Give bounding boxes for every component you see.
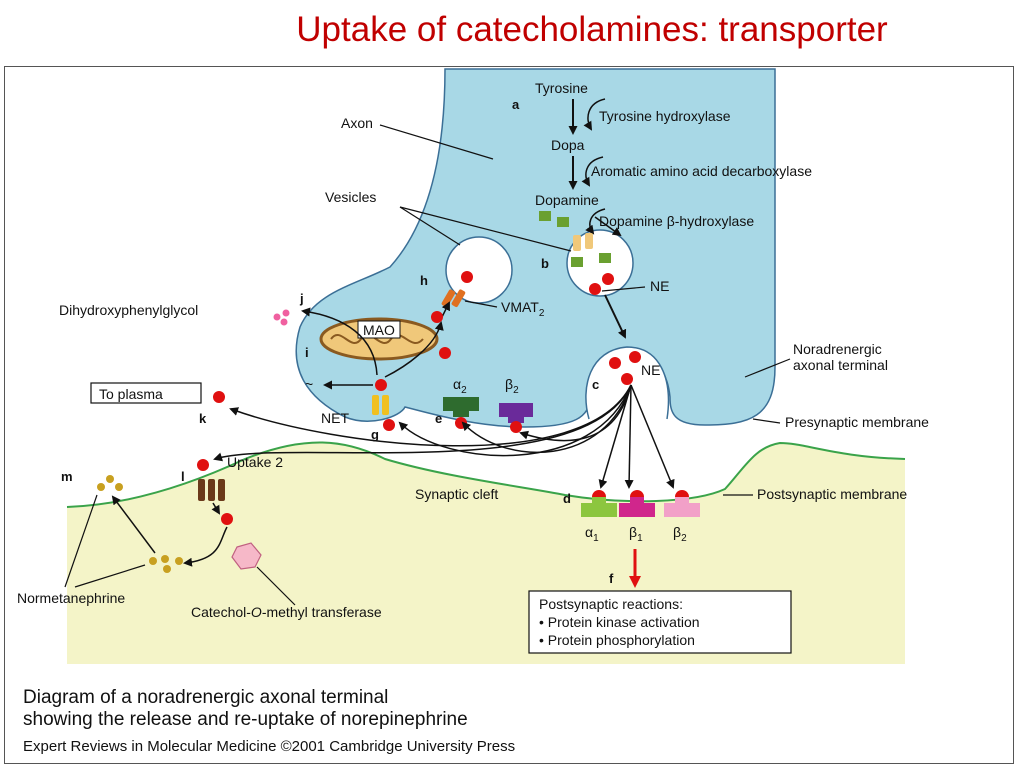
ne-dot — [383, 419, 395, 431]
aadc-label: Aromatic amino acid decarboxylase — [591, 163, 812, 179]
net-transporter — [382, 395, 389, 415]
beta1-receptor — [619, 503, 655, 517]
alpha2-receptor — [443, 397, 479, 411]
letter-h: h — [420, 273, 428, 288]
dopamine-label: Dopamine — [535, 192, 599, 208]
ne-dot — [602, 273, 614, 285]
normetanephrine-molecule — [97, 483, 105, 491]
ne-dot — [375, 379, 387, 391]
letter-k: k — [199, 411, 207, 426]
to-plasma-label: To plasma — [99, 386, 163, 402]
dhpg-label: Dihydroxyphenylglycol — [59, 302, 198, 318]
normetanephrine-molecule — [161, 555, 169, 563]
ne-dot — [461, 271, 473, 283]
uptake2-label: Uptake 2 — [227, 454, 283, 470]
dopa-label: Dopa — [551, 137, 585, 153]
caption-line2: showing the release and re-uptake of nor… — [23, 709, 468, 730]
normetanephrine-molecule — [163, 565, 171, 573]
beta1-label: β1 — [629, 524, 643, 544]
ne-dot — [629, 351, 641, 363]
beta2-pre-receptor — [499, 403, 533, 417]
alpha1-receptor — [581, 503, 617, 517]
diagram-canvas: Tyrosine a Tyrosine hydroxylase Dopa Aro… — [17, 68, 929, 755]
net-transporter — [372, 395, 379, 415]
ne-dot — [213, 391, 225, 403]
normetanephrine-molecule — [175, 557, 183, 565]
postsyn-item2: • Protein phosphorylation — [539, 632, 695, 648]
vmat-label: VMAT2 — [501, 299, 545, 319]
presynaptic-membrane-label: Presynaptic membrane — [785, 414, 929, 430]
postsynaptic-membrane-line — [66, 441, 906, 508]
caption-credit: Expert Reviews in Molecular Medicine ©20… — [23, 738, 515, 755]
postsynaptic-membrane-label: Postsynaptic membrane — [757, 486, 907, 502]
ne-dot — [431, 311, 443, 323]
postsyn-title: Postsynaptic reactions: — [539, 596, 683, 612]
net-label: NET — [321, 410, 349, 426]
comt-enzyme — [231, 542, 262, 570]
beta2-post-receptor — [664, 503, 700, 517]
tyrosine-hydroxylase-label: Tyrosine hydroxylase — [599, 108, 731, 124]
ne-dot — [621, 373, 633, 385]
letter-j: j — [299, 291, 304, 306]
letter-i: i — [305, 345, 309, 360]
synaptic-cleft-label: Synaptic cleft — [415, 486, 498, 502]
letter-e: e — [435, 411, 442, 426]
beta2-pre-label: β2 — [505, 376, 519, 396]
letter-c: c — [592, 377, 599, 392]
dbh-enzyme — [573, 235, 581, 251]
normetanephrine-molecule — [115, 483, 123, 491]
dopamine-molecule — [557, 217, 569, 227]
nor-terminal-label-1: Noradrenergic — [793, 341, 882, 357]
postsyn-item1: • Protein kinase activation — [539, 614, 700, 630]
dhpg-molecule — [282, 309, 290, 317]
dbh-enzyme — [585, 233, 593, 249]
slide-title: Uptake of catecholamines: transporter — [296, 10, 888, 49]
vesicles-label: Vesicles — [325, 189, 376, 205]
dopamine-molecule — [539, 211, 551, 221]
dopamine-molecule — [571, 257, 583, 267]
letter-a: a — [512, 97, 520, 112]
dbh-label: Dopamine β-hydroxylase — [599, 213, 754, 229]
postsynaptic-reactions-box — [528, 590, 792, 654]
dhpg-molecule — [280, 318, 288, 326]
alpha1-label: α1 — [585, 524, 599, 544]
ne-dot — [589, 283, 601, 295]
letter-b: b — [541, 256, 549, 271]
to-plasma-box — [90, 382, 202, 404]
metabolite-squiggle: ~ — [305, 376, 313, 392]
axon-label: Axon — [341, 115, 373, 131]
beta2-post-label: β2 — [673, 524, 687, 544]
ne-dot — [510, 421, 522, 433]
ne-dot — [439, 347, 451, 359]
caption-line1: Diagram of a noradrenergic axonal termin… — [23, 687, 388, 708]
letter-g: g — [371, 427, 379, 442]
uptake2-transporter — [208, 479, 215, 501]
ne-label-c: NE — [641, 362, 660, 378]
letter-f: f — [609, 571, 614, 586]
letter-m: m — [61, 469, 73, 484]
uptake2-transporter — [198, 479, 205, 501]
uptake2-transporter — [218, 479, 225, 501]
vesicle-h — [445, 236, 513, 304]
mao-label: MAO — [363, 322, 395, 338]
letter-d: d — [563, 491, 571, 506]
letter-l: l — [181, 469, 185, 484]
ne-dot — [221, 513, 233, 525]
diagram-frame: Tyrosine a Tyrosine hydroxylase Dopa Aro… — [4, 66, 1014, 764]
comt-label: Catechol-O-methyl transferase — [191, 604, 382, 620]
normetanephrine-molecule — [149, 557, 157, 565]
ne-dot — [197, 459, 209, 471]
ne-dot — [455, 417, 467, 429]
ne-label-b: NE — [650, 278, 669, 294]
ne-dot — [609, 357, 621, 369]
dopamine-molecule — [599, 253, 611, 263]
alpha2-label: α2 — [453, 376, 467, 396]
normetanephrine-label: Normetanephrine — [17, 590, 125, 606]
dhpg-molecule — [273, 313, 281, 321]
tyrosine-label: Tyrosine — [535, 80, 588, 96]
mitochondrion-mao — [319, 317, 439, 361]
normetanephrine-molecule — [106, 475, 114, 483]
vmat-transporter — [451, 289, 466, 308]
nor-terminal-label-2: axonal terminal — [793, 357, 888, 373]
